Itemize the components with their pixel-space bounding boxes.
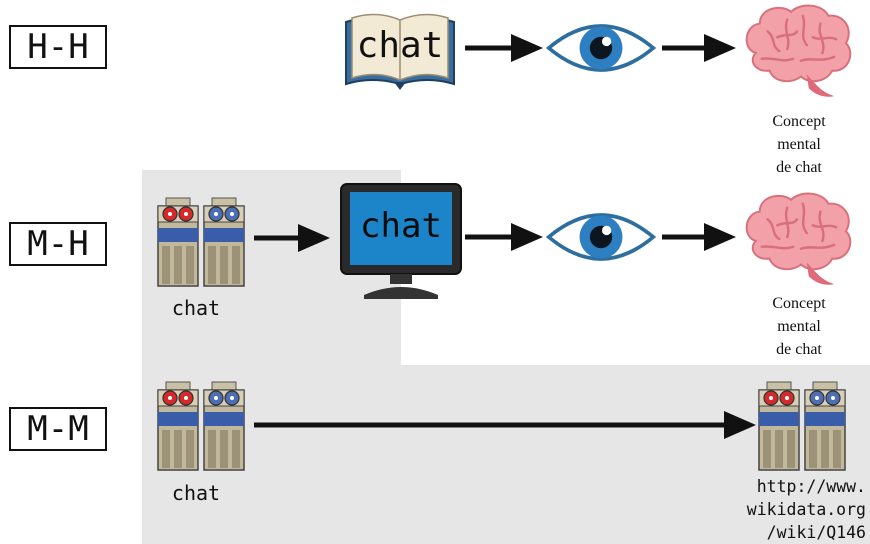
caption-mh-line-2: mental <box>777 318 821 335</box>
caption-hh-line-2: mental <box>777 136 821 153</box>
caption-hh-line-1: Concept <box>772 113 826 130</box>
machine-region-lower <box>142 365 870 544</box>
wikidata-url-line-1: http://www. <box>756 477 866 496</box>
monitor-icon <box>340 183 462 303</box>
wikidata-url-line-2: wikidata.org <box>746 500 866 519</box>
arrow-hh-book-to-eye <box>465 34 543 62</box>
arrow-mh-monitor-to-eye <box>465 223 543 251</box>
caption-mh: Concept mental de chat <box>739 292 859 361</box>
row-label-mh: M-H <box>9 222 107 266</box>
arrow-mh-eye-to-brain <box>662 223 736 251</box>
caption-hh: Concept mental de chat <box>739 110 859 179</box>
wikidata-url-line-3: /wiki/Q146 <box>766 523 866 542</box>
row-label-mm: M-M <box>9 407 107 451</box>
server-icon-mh <box>157 196 247 288</box>
arrow-mm-server-to-server <box>254 411 756 439</box>
server-word-mm: chat <box>171 481 221 505</box>
server-word-mh: chat <box>171 296 221 320</box>
caption-mh-line-1: Concept <box>772 295 826 312</box>
server-icon-mm-source <box>157 380 247 472</box>
book-icon <box>340 10 460 90</box>
row-label-hh: H-H <box>9 25 107 69</box>
monitor-word: chat <box>360 206 442 246</box>
brain-icon-hh <box>738 2 856 100</box>
brain-icon-mh <box>738 190 856 288</box>
wikidata-url: http://www. wikidata.org /wiki/Q146 <box>706 475 866 544</box>
arrow-mh-server-to-monitor <box>254 224 330 252</box>
server-icon-mm-target <box>758 380 848 472</box>
arrow-hh-eye-to-brain <box>662 34 736 62</box>
caption-mh-line-3: de chat <box>776 341 822 358</box>
eye-icon-mh <box>545 205 657 269</box>
caption-hh-line-3: de chat <box>776 159 822 176</box>
book-word: chat <box>356 25 444 66</box>
eye-icon-hh <box>545 16 657 80</box>
